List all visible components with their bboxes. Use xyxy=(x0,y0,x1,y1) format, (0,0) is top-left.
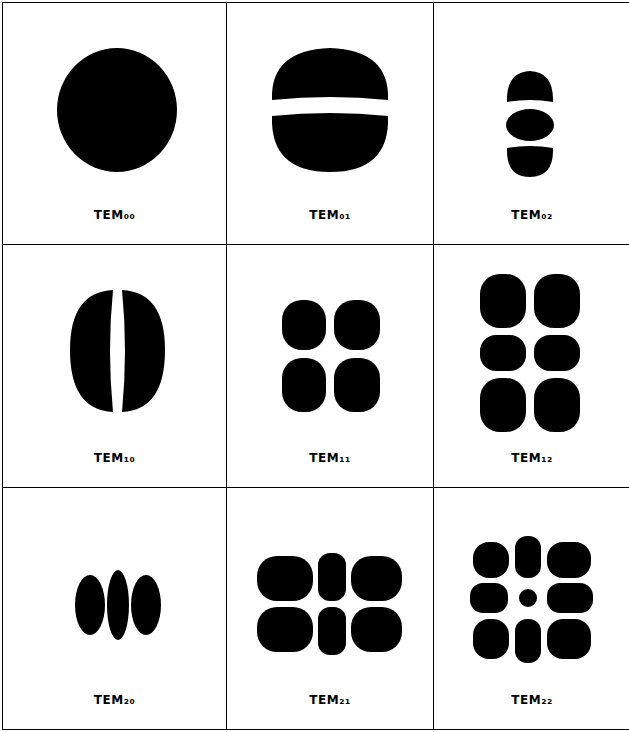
mode-lobe xyxy=(473,619,509,659)
mode-lobe xyxy=(334,300,380,350)
mode-cell: TEM₀₀ xyxy=(2,2,227,245)
mode-label: TEM₁₀ xyxy=(94,451,135,465)
mode-label: TEM₂₂ xyxy=(511,693,552,707)
mode-cell: TEM₀₁ xyxy=(226,2,434,245)
mode-lobe xyxy=(547,542,591,578)
mode-lobe xyxy=(473,542,509,578)
mode-lobe xyxy=(107,570,129,640)
mode-lobe xyxy=(470,583,508,613)
mode-lobe xyxy=(515,619,541,663)
mode-cell: TEM₂₂ xyxy=(433,487,629,730)
mode-label: TEM₀₀ xyxy=(94,208,135,222)
mode-lobe xyxy=(515,536,541,578)
mode-lobe xyxy=(351,556,402,601)
mode-label: TEM₁₁ xyxy=(309,451,350,465)
mode-lobe xyxy=(272,113,388,172)
mode-label: TEM₀₁ xyxy=(309,208,350,222)
mode-lobe xyxy=(507,146,553,177)
mode-lobe xyxy=(507,71,553,102)
mode-cell: TEM₂₁ xyxy=(226,487,434,730)
mode-cell: TEM₁₂ xyxy=(433,244,629,488)
mode-lobe xyxy=(70,290,113,412)
mode-cell: TEM₁₀ xyxy=(2,244,227,488)
mode-label: TEM₂₁ xyxy=(309,693,350,707)
mode-lobe xyxy=(534,274,580,328)
mode-lobe xyxy=(506,109,554,141)
mode-lobe xyxy=(547,619,591,659)
mode-cell: TEM₀₂ xyxy=(433,2,629,245)
mode-label: TEM₁₂ xyxy=(511,451,552,465)
mode-cell: TEM₂₀ xyxy=(2,487,227,730)
mode-cell: TEM₁₁ xyxy=(226,244,434,488)
mode-lobe xyxy=(257,607,313,652)
mode-label: TEM₂₀ xyxy=(94,693,135,707)
mode-lobe xyxy=(547,583,593,613)
mode-lobe xyxy=(351,607,402,652)
mode-lobe xyxy=(318,553,346,601)
mode-lobe xyxy=(272,48,388,100)
mode-lobe xyxy=(480,335,526,371)
mode-lobe xyxy=(282,300,326,350)
mode-lobe xyxy=(257,556,313,601)
mode-lobe xyxy=(282,358,326,412)
mode-lobe xyxy=(534,378,580,432)
mode-lobe xyxy=(480,274,526,328)
mode-lobe xyxy=(519,589,537,607)
mode-lobe xyxy=(122,290,165,412)
mode-lobe xyxy=(534,335,580,371)
mode-lobe xyxy=(318,607,346,655)
mode-label: TEM₀₂ xyxy=(511,208,552,222)
mode-lobe xyxy=(480,378,526,432)
mode-lobe xyxy=(131,575,161,635)
mode-lobe xyxy=(75,575,105,635)
mode-lobe xyxy=(334,358,380,412)
mode-spot xyxy=(57,48,177,172)
